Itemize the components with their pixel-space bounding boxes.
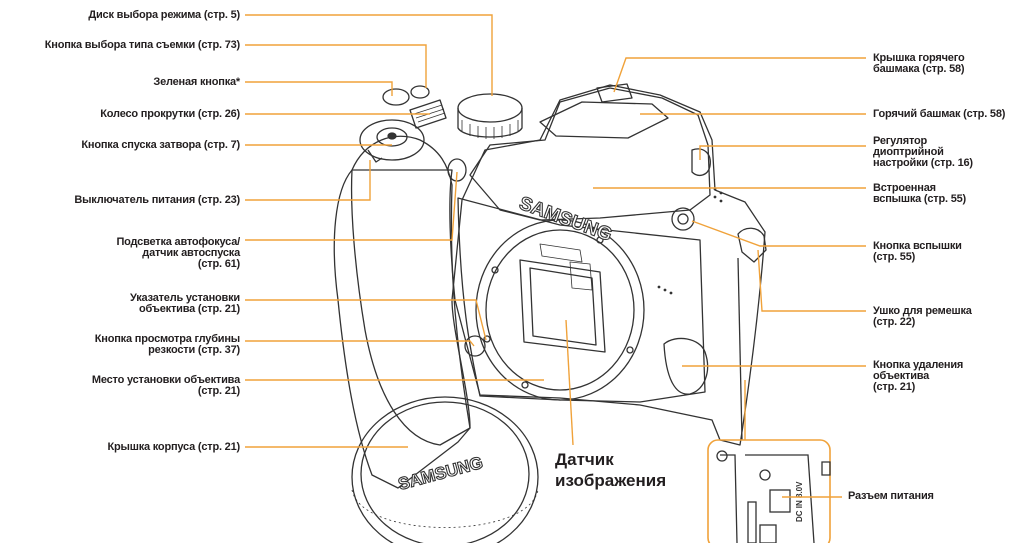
label-body-cap: Крышка корпуса (стр. 21) bbox=[107, 441, 241, 453]
label-drive-button: Кнопка выбора типа съемки (стр. 73) bbox=[44, 39, 240, 51]
leader-drive-button bbox=[245, 44, 427, 88]
label-scroll-wheel: Колесо прокрутки (стр. 26) bbox=[100, 108, 240, 120]
label-lens-mount: Место установки объектива (стр. 21) bbox=[91, 374, 240, 397]
label-lens-release: Кнопка удаления объектива (стр. 21) bbox=[873, 359, 964, 393]
label-mount-index: Указатель установки объектива (стр. 21) bbox=[130, 292, 240, 315]
port-inset bbox=[707, 439, 831, 543]
prism-housing bbox=[469, 87, 711, 221]
leader-flash-button bbox=[691, 220, 866, 247]
label-hot-shoe-cover: Крышка горячего башмака (стр. 58) bbox=[873, 52, 965, 75]
leader-dof bbox=[245, 340, 475, 347]
dof-button bbox=[464, 335, 486, 357]
body-cap-brand: SAMSUNG bbox=[396, 453, 485, 494]
hot-shoe-plate bbox=[539, 101, 669, 139]
callout-leaders bbox=[245, 14, 866, 498]
green-button bbox=[382, 88, 410, 106]
label-mode-dial: Диск выбора режима (стр. 5) bbox=[88, 9, 240, 21]
leader-diopter bbox=[699, 145, 866, 160]
label-diopter: Регулятор диоптрийной настройки (стр. 16… bbox=[873, 135, 973, 169]
label-image-sensor: Датчик изображения bbox=[555, 450, 667, 490]
leader-green-button bbox=[245, 81, 393, 96]
leader-mount-index bbox=[245, 299, 487, 341]
leader-power-switch bbox=[245, 160, 371, 201]
label-power-connector: Разъем питания bbox=[848, 490, 934, 502]
flash-button bbox=[671, 207, 695, 231]
dc-port-label: DC IN 8.0V bbox=[795, 481, 804, 522]
scroll-wheel bbox=[409, 99, 447, 129]
lens-release-button bbox=[663, 337, 709, 395]
label-af-assist-lamp: Подсветка автофокуса/ датчик автоспуска … bbox=[116, 236, 240, 270]
leader-af-lamp bbox=[245, 171, 458, 241]
label-flash-button: Кнопка вспышки (стр. 55) bbox=[873, 240, 962, 263]
body-cap bbox=[351, 396, 539, 543]
label-hot-shoe: Горячий башмак (стр. 58) bbox=[873, 108, 1006, 120]
leader-strap-eyelet bbox=[757, 249, 866, 312]
leader-mode-dial bbox=[245, 14, 493, 96]
label-strap-eyelet: Ушко для ремешка (стр. 22) bbox=[873, 305, 972, 328]
label-green-button: Зеленая кнопка* bbox=[153, 76, 240, 88]
label-shutter-button: Кнопка спуска затвора (стр. 7) bbox=[81, 139, 240, 151]
mode-dial bbox=[457, 93, 523, 123]
leader-hot-shoe-cover bbox=[613, 57, 866, 93]
lens-mount bbox=[475, 219, 645, 401]
image-sensor bbox=[519, 259, 606, 353]
leader-sensor bbox=[565, 319, 574, 446]
label-power-switch: Выключатель питания (стр. 23) bbox=[74, 194, 240, 206]
shutter-button-ring bbox=[359, 119, 425, 161]
diopter-knob bbox=[691, 148, 711, 177]
label-dof-button: Кнопка просмотра глубины резкости (стр. … bbox=[94, 333, 240, 356]
label-built-in-flash: Встроенная вспышка (стр. 55) bbox=[873, 182, 966, 205]
camera-brand: SAMSUNG bbox=[516, 193, 614, 246]
strap-lug bbox=[737, 227, 767, 263]
